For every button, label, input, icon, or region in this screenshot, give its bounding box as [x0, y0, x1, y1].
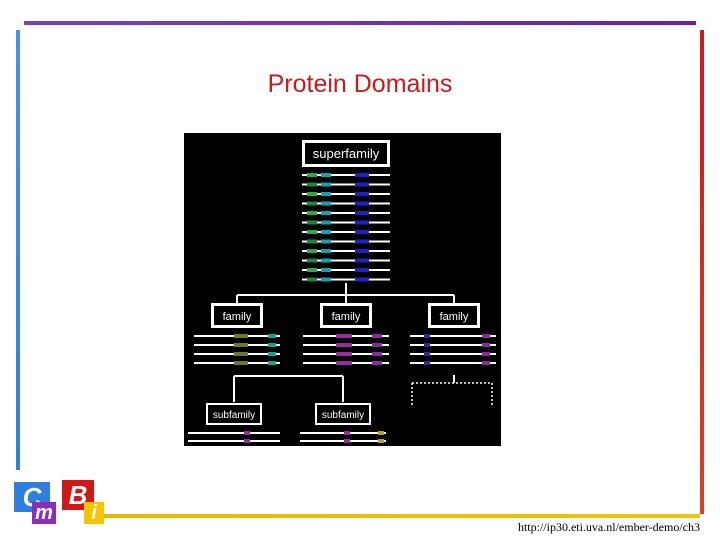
domain-segment	[336, 361, 352, 365]
family-sequences	[194, 334, 496, 365]
domain-segment	[372, 334, 382, 338]
domain-segment	[372, 361, 382, 365]
subfamily-label-2: subfamily	[322, 410, 364, 421]
domain-segment	[344, 431, 350, 435]
family-connectors	[233, 375, 455, 402]
family-label-1: family	[223, 311, 252, 323]
domain-segment	[424, 352, 430, 356]
domain-segment	[307, 249, 317, 253]
superfamily-node: superfamily	[302, 140, 390, 167]
domain-segment	[268, 334, 276, 338]
domain-segment	[336, 352, 352, 356]
domain-segment	[234, 343, 248, 347]
domain-segment	[355, 249, 369, 253]
protein-domain-hierarchy-diagram: superfamily family family family	[184, 133, 501, 446]
domain-segment	[321, 182, 331, 187]
domain-segment	[355, 182, 369, 187]
logo-tile-i: i	[84, 502, 104, 524]
family3-dotted-connectors	[411, 382, 493, 405]
family-node-1: family	[211, 303, 263, 328]
domain-segment	[355, 220, 369, 225]
family-label-2: family	[332, 311, 361, 323]
domain-segment	[482, 361, 490, 365]
root-connectors	[236, 283, 455, 303]
domain-segment	[321, 239, 331, 244]
domain-segment	[355, 211, 369, 215]
superfamily-sequences	[302, 173, 390, 282]
domain-segment	[336, 334, 352, 338]
domain-segment	[378, 439, 384, 443]
domain-segment	[307, 277, 317, 282]
domain-segment	[321, 268, 331, 272]
slide-title: Protein Domains	[267, 70, 453, 98]
domain-segment	[482, 352, 490, 356]
domain-segment	[424, 343, 430, 347]
domain-segment	[268, 361, 276, 365]
family-node-3: family	[428, 303, 480, 328]
top-accent-bar	[24, 21, 696, 25]
domain-segment	[482, 334, 490, 338]
domain-segment	[424, 361, 430, 365]
family-label-3: family	[440, 311, 469, 323]
domain-segment	[234, 361, 248, 365]
domain-segment	[321, 220, 331, 225]
domain-segment	[307, 211, 317, 215]
domain-segment	[355, 201, 369, 206]
domain-segment	[321, 173, 331, 177]
domain-segment	[424, 334, 430, 338]
subfamily-label-1: subfamily	[213, 410, 255, 421]
domain-segment	[321, 230, 331, 234]
domain-segment	[268, 352, 276, 356]
domain-segment	[307, 192, 317, 196]
domain-segment	[321, 277, 331, 282]
domain-segment	[355, 192, 369, 196]
domain-segment	[244, 431, 250, 435]
family-node-2: family	[320, 303, 372, 328]
subfamily-node-1: subfamily	[206, 403, 262, 425]
subfamily-sequences	[188, 431, 386, 443]
domain-segment	[344, 439, 350, 443]
domain-segment	[355, 239, 369, 244]
left-accent-bar	[16, 30, 20, 470]
domain-segment	[336, 343, 352, 347]
domain-segment	[307, 201, 317, 206]
domain-segment	[268, 343, 276, 347]
superfamily-label: superfamily	[313, 146, 380, 161]
domain-segment	[307, 258, 317, 263]
domain-segment	[307, 220, 317, 225]
logo-tile-m: m	[32, 502, 56, 524]
domain-segment	[244, 439, 250, 443]
domain-segment	[321, 258, 331, 263]
domain-segment	[307, 182, 317, 187]
domain-segment	[372, 343, 382, 347]
domain-segment	[307, 173, 317, 177]
domain-segment	[307, 268, 317, 272]
domain-segment	[378, 431, 384, 435]
domain-segment	[321, 211, 331, 215]
domain-segment	[372, 352, 382, 356]
domain-segment	[321, 249, 331, 253]
cmbi-logo: C m B i	[12, 478, 104, 528]
domain-segment	[482, 343, 490, 347]
source-url: http://ip30.eti.uva.nl/ember-demo/ch3	[517, 520, 700, 534]
domain-segment	[355, 230, 369, 234]
bottom-accent-bar	[104, 514, 700, 518]
right-accent-bar	[700, 30, 704, 514]
subfamily-node-2: subfamily	[315, 403, 371, 425]
domain-segment	[234, 334, 248, 338]
domain-segment	[307, 239, 317, 244]
domain-segment	[355, 277, 369, 282]
domain-segment	[355, 258, 369, 263]
domain-segment	[355, 173, 369, 177]
domain-segment	[307, 230, 317, 234]
domain-segment	[234, 352, 248, 356]
domain-segment	[321, 201, 331, 206]
domain-segment	[321, 192, 331, 196]
domain-segment	[355, 268, 369, 272]
